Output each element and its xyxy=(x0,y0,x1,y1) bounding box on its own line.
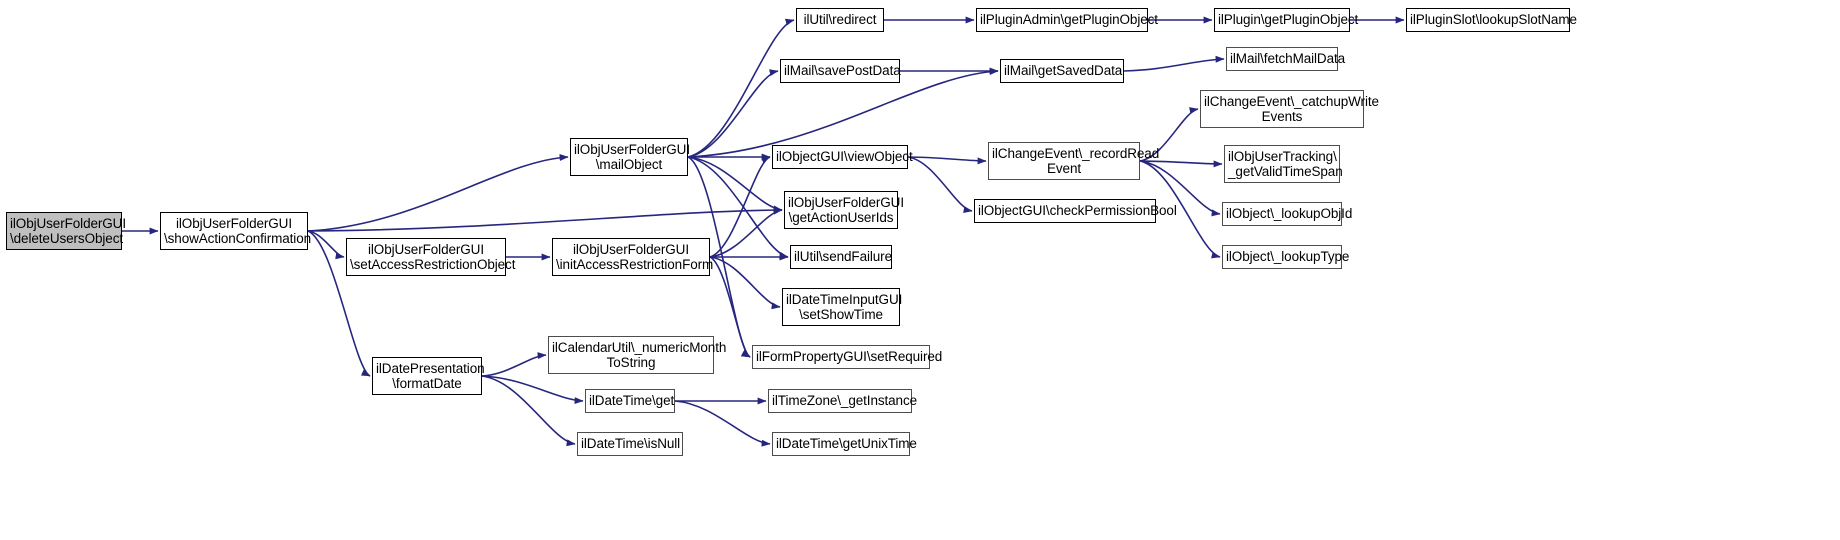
graph-edge-ilobjuserfoldergui-showactionconfirmation--to--ilobjuserfoldergui-mailobject xyxy=(307,154,569,232)
graph-edge-ilobjectgui-viewobject--to--ilchangeevent-recordread-event xyxy=(907,156,987,165)
graph-edge-ildatepresentation-formatdate--to--ildatetime-get xyxy=(481,375,584,405)
graph-edge-ilobjuserfoldergui-showactionconfirmation--to--ilobjuserfoldergui-getactionuserids xyxy=(307,206,783,232)
graph-node-ilobjusertracking-getvalidtimespan[interactable]: ilObjUserTracking\ _getValidTimeSpan xyxy=(1224,145,1343,183)
graph-edge-ilobjuserfoldergui-showactionconfirmation--to--ilobjuserfoldergui-setaccessrestrictionobject xyxy=(307,230,345,260)
graph-node-label: ilObject\_lookupObjId xyxy=(1226,206,1353,222)
graph-node-ilmail-getsaveddata[interactable]: ilMail\getSavedData xyxy=(1000,59,1124,83)
graph-node-label: ilChangeEvent\_recordRead Event xyxy=(992,145,1160,177)
graph-node-ilobjectgui-checkpermissionbool[interactable]: ilObjectGUI\checkPermissionBool xyxy=(974,199,1177,223)
graph-node-ildatetime-get[interactable]: ilDateTime\get xyxy=(585,389,675,413)
graph-node-ildatetime-getunixtime[interactable]: ilDateTime\getUnixTime xyxy=(772,432,917,456)
graph-edge-ildatepresentation-formatdate--to--ilcalendarutil-numericmonth-tostring xyxy=(481,352,547,377)
graph-node-ilobjuserfoldergui-initaccessrestrictionform[interactable]: ilObjUserFolderGUI \initAccessRestrictio… xyxy=(552,238,714,276)
graph-edge-ildatepresentation-formatdate--to--ildatetime-isnull xyxy=(481,375,576,447)
graph-node-label: ilPlugin\getPluginObject xyxy=(1218,12,1359,28)
graph-node-ilutil-sendfailure[interactable]: ilUtil\sendFailure xyxy=(790,245,892,269)
graph-edge-ilchangeevent-recordread-event--to--ilobjusertracking-getvalidtimespan xyxy=(1139,160,1223,168)
graph-edge-ilmail-getsaveddata--to--ilmail-fetchmaildata xyxy=(1123,55,1225,72)
graph-node-label: ilUtil\redirect xyxy=(803,12,877,28)
graph-node-label: ilDateTime\getUnixTime xyxy=(776,436,917,452)
graph-node-label: ilMail\fetchMailData xyxy=(1230,51,1346,67)
graph-node-ildatepresentation-formatdate[interactable]: ilDatePresentation \formatDate xyxy=(372,357,485,395)
graph-node-ilpluginslot-lookupslotname[interactable]: ilPluginSlot\lookupSlotName xyxy=(1406,8,1577,32)
graph-node-ilmail-savepostdata[interactable]: ilMail\savePostData xyxy=(780,59,901,83)
graph-node-ilmail-fetchmaildata[interactable]: ilMail\fetchMailData xyxy=(1226,47,1346,71)
graph-edge-ilobjuserfoldergui-mailobject--to--ilutil-redirect xyxy=(687,18,795,158)
graph-node-label: ilChangeEvent\_catchupWrite Events xyxy=(1204,93,1379,125)
graph-node-label: ilObjectGUI\checkPermissionBool xyxy=(978,203,1177,219)
graph-node-ilobjuserfoldergui-setaccessrestrictionobject[interactable]: ilObjUserFolderGUI \setAccessRestriction… xyxy=(346,238,516,276)
graph-node-label: ilObjUserFolderGUI \setAccessRestriction… xyxy=(350,241,516,273)
graph-node-label: ilDateTimeInputGUI \setShowTime xyxy=(786,291,903,323)
graph-node-label: ilUtil\sendFailure xyxy=(794,249,892,265)
graph-node-label: ilObjUserTracking\ _getValidTimeSpan xyxy=(1228,148,1343,180)
graph-node-ilchangeevent-catchupwrite-events[interactable]: ilChangeEvent\_catchupWrite Events xyxy=(1200,90,1379,128)
graph-node-ilformpropertygui-setrequired[interactable]: ilFormPropertyGUI\setRequired xyxy=(752,345,943,369)
graph-edge-ilobjuserfoldergui-initaccessrestrictionform--to--ildatetimeinputgui-setshowtime xyxy=(709,256,781,310)
graph-node-ilpluginadmin-getpluginobject[interactable]: ilPluginAdmin\getPluginObject xyxy=(976,8,1158,32)
graph-node-ilobjuserfoldergui-showactionconfirmation[interactable]: ilObjUserFolderGUI \showActionConfirmati… xyxy=(160,212,312,250)
graph-node-ilchangeevent-recordread-event[interactable]: ilChangeEvent\_recordRead Event xyxy=(988,142,1160,180)
graph-node-ilutil-redirect[interactable]: ilUtil\redirect xyxy=(796,8,884,32)
graph-edge-ilobjuserfoldergui-mailobject--to--ilobjuserfoldergui-getactionuserids xyxy=(687,156,783,213)
graph-node-label: ilMail\savePostData xyxy=(784,63,901,79)
graph-edge-ilobjuserfoldergui-initaccessrestrictionform--to--ilobjectgui-viewobject xyxy=(709,156,771,258)
graph-node-label: ilDatePresentation \formatDate xyxy=(376,360,485,392)
graph-node-iltimezone-getinstance[interactable]: ilTimeZone\_getInstance xyxy=(768,389,918,413)
graph-node-label: ilObjUserFolderGUI \showActionConfirmati… xyxy=(164,215,312,247)
graph-node-label: ilPluginAdmin\getPluginObject xyxy=(980,12,1158,28)
graph-node-ildatetime-isnull[interactable]: ilDateTime\isNull xyxy=(577,432,683,456)
graph-node-label: ilObjectGUI\viewObject xyxy=(776,149,913,165)
graph-edge-ilobjuserfoldergui-mailobject--to--ilmail-savepostdata xyxy=(687,69,779,158)
graph-node-ilobject-lookupobjid[interactable]: ilObject\_lookupObjId xyxy=(1222,202,1353,226)
graph-node-label: ilObjUserFolderGUI \getActionUserIds xyxy=(788,194,904,226)
graph-node-label: ilObjUserFolderGUI \mailObject xyxy=(574,141,690,173)
graph-node-label: ilObject\_lookupType xyxy=(1226,249,1350,265)
graph-edge-ildatetime-get--to--ildatetime-getunixtime xyxy=(674,400,771,447)
graph-node-label: ilDateTime\get xyxy=(589,393,675,409)
graph-edge-ilobjectgui-viewobject--to--ilobjectgui-checkpermissionbool xyxy=(907,156,973,213)
graph-node-ilplugin-getpluginobject[interactable]: ilPlugin\getPluginObject xyxy=(1214,8,1359,32)
graph-node-label: ilTimeZone\_getInstance xyxy=(772,393,918,409)
graph-edge-ilobjuserfoldergui-initaccessrestrictionform--to--ilobjuserfoldergui-getactionuserids xyxy=(709,207,783,258)
graph-node-ilcalendarutil-numericmonth-tostring[interactable]: ilCalendarUtil\_numericMonth ToString xyxy=(548,336,727,374)
graph-node-label: ilMail\getSavedData xyxy=(1004,63,1123,79)
graph-node-label: ilDateTime\isNull xyxy=(581,436,681,452)
graph-node-ilobjectgui-viewobject[interactable]: ilObjectGUI\viewObject xyxy=(772,145,913,169)
graph-node-label: ilObjUserFolderGUI \deleteUsersObject xyxy=(10,215,126,247)
graph-node-label: ilPluginSlot\lookupSlotName xyxy=(1410,12,1577,28)
graph-node-label: ilFormPropertyGUI\setRequired xyxy=(756,349,943,365)
graph-node-ilobjuserfoldergui-getactionuserids[interactable]: ilObjUserFolderGUI \getActionUserIds xyxy=(784,191,904,229)
graph-node-label: ilObjUserFolderGUI \initAccessRestrictio… xyxy=(556,241,714,273)
graph-node-ilobjuserfoldergui-mailobject[interactable]: ilObjUserFolderGUI \mailObject xyxy=(570,138,690,176)
graph-node-ilobject-lookuptype[interactable]: ilObject\_lookupType xyxy=(1222,245,1350,269)
graph-node-ilobjuserfoldergui-deleteusersobject[interactable]: ilObjUserFolderGUI \deleteUsersObject xyxy=(6,212,126,250)
graph-node-label: ilCalendarUtil\_numericMonth ToString xyxy=(552,339,727,371)
graph-node-ildatetimeinputgui-setshowtime[interactable]: ilDateTimeInputGUI \setShowTime xyxy=(782,288,903,326)
